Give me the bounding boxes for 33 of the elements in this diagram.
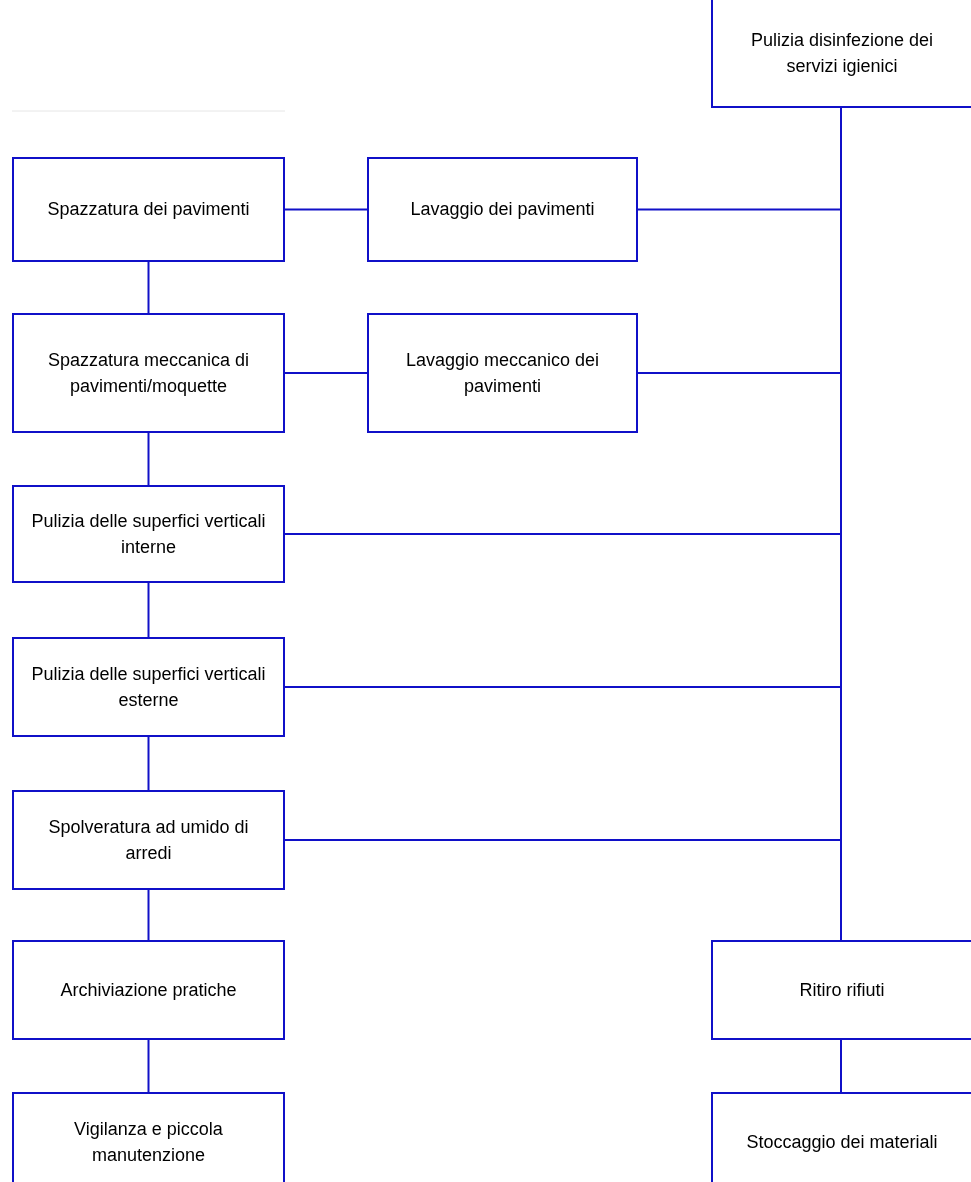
connector-line — [284, 372, 368, 374]
box-label: Stoccaggio dei materiali — [746, 1130, 938, 1154]
process-box — [367, 313, 638, 433]
process-box — [711, 940, 971, 1040]
box-label: Archiviazione pratiche — [60, 978, 237, 1002]
process-box — [12, 485, 285, 583]
box-label: Vigilanza e piccola manutenzione — [73, 1117, 224, 1167]
box-label: Pulizia disinfezione dei servizi igienici — [749, 28, 935, 78]
process-box — [711, 0, 971, 108]
box-label: Lavaggio meccanico dei pavimenti — [404, 348, 601, 398]
connector-line — [147, 889, 150, 941]
connector-line — [284, 208, 368, 211]
box-label: Spazzatura meccanica di pavimenti/moquette — [46, 348, 251, 398]
box-label: Spazzatura dei pavimenti — [47, 198, 250, 222]
process-box — [12, 790, 285, 890]
connector-line — [147, 432, 150, 486]
box-label: Pulizia delle superfici verticali interne — [30, 509, 267, 559]
connector-line — [840, 1039, 842, 1093]
process-box — [12, 940, 285, 1040]
process-box — [12, 1092, 285, 1182]
connector-line — [147, 736, 150, 791]
process-box — [12, 313, 285, 433]
box-label: Lavaggio dei pavimenti — [410, 198, 595, 222]
connector-line — [147, 582, 150, 638]
process-box — [367, 157, 638, 262]
box-label: Pulizia delle superfici verticali esterne — [30, 662, 267, 712]
process-box — [711, 1092, 971, 1182]
connector-line — [147, 261, 150, 314]
box-label: Spolveratura ad umido di arredi — [47, 815, 250, 865]
process-box — [12, 157, 285, 262]
box-label: Ritiro rifiuti — [799, 978, 885, 1002]
connector-line — [147, 1039, 150, 1093]
process-box — [12, 637, 285, 737]
